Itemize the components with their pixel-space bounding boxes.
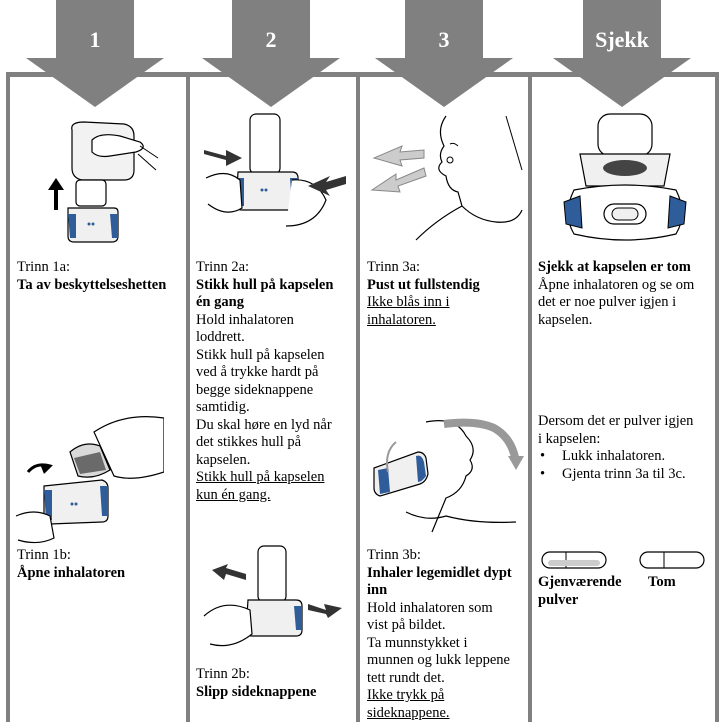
check-line: Åpne inhalatoren og se om bbox=[538, 276, 695, 293]
check-bullet-item: Lukk inhalatoren. bbox=[538, 448, 693, 466]
step-2a-title-line: én gang bbox=[196, 294, 244, 310]
step-3b-warning-line: sideknappene. bbox=[367, 704, 450, 721]
step-2a-line: loddrett. bbox=[196, 329, 245, 345]
step-2a-line: Stikk hull på kapselen bbox=[196, 346, 325, 363]
step-1a-text: Trinn 1a: Ta av beskyttelseshetten bbox=[17, 259, 166, 294]
pierce-capsule-illustration bbox=[204, 113, 346, 227]
step-3b-label: Trinn 3b: bbox=[367, 547, 421, 563]
step-arrow-3: 3 bbox=[375, 0, 513, 107]
step-3a-label: Trinn 3a: bbox=[367, 259, 421, 275]
down-arrow-icon bbox=[26, 0, 164, 107]
step-2a-line: det stikkes hull på bbox=[196, 434, 302, 450]
step-1b-title: Åpne inhalatoren bbox=[17, 564, 126, 581]
step-3b-line: Hold inhalatoren som bbox=[367, 599, 493, 616]
empty-capsule-icon bbox=[639, 551, 705, 569]
check-bullet-item: Gjenta trinn 3a til 3c. bbox=[538, 466, 693, 484]
capsule-with-powder-icon bbox=[541, 551, 607, 569]
step-2a-title-line: Stikk hull på kapselen bbox=[196, 276, 334, 293]
step-3b-text: Trinn 3b: Inhaler legemidlet dypt inn Ho… bbox=[367, 547, 512, 722]
down-arrow-icon bbox=[553, 0, 691, 107]
step-3b-title-line: inn bbox=[367, 582, 388, 598]
check-line: det er noe pulver igjen i bbox=[538, 294, 677, 310]
down-arrow-icon bbox=[375, 0, 513, 107]
column-divider-4 bbox=[528, 72, 532, 722]
step-2a-line: samtidig. bbox=[196, 399, 250, 415]
down-arrow-icon bbox=[202, 0, 340, 107]
step-2a-warning-line: kun én gang. bbox=[196, 486, 271, 503]
step-1b-label: Trinn 1b: bbox=[17, 547, 71, 563]
step-2a-text: Trinn 2a: Stikk hull på kapselen én gang… bbox=[196, 259, 333, 504]
step-number: Sjekk bbox=[595, 27, 649, 52]
remove-cap-illustration bbox=[48, 121, 159, 243]
step-2a-line: Hold inhalatoren bbox=[196, 311, 294, 328]
step-3b-warning-line: Ikke trykk på bbox=[367, 687, 445, 703]
step-1a-label: Trinn 1a: bbox=[17, 259, 71, 275]
step-3a-text: Trinn 3a: Pust ut fullstendig Ikke blås … bbox=[367, 259, 480, 329]
step-number: 3 bbox=[438, 27, 450, 52]
column-divider-2 bbox=[186, 72, 190, 722]
capsule-powder-label-line: pulver bbox=[538, 591, 579, 608]
step-2a-warning-line: Stikk hull på kapselen bbox=[196, 469, 325, 485]
step-2a-line: ved å trykke hardt på bbox=[196, 364, 319, 380]
step-3b-line: munnen og lukk leppene bbox=[367, 652, 510, 668]
release-buttons-illustration bbox=[203, 545, 342, 647]
step-2a-line: Du skal høre en lyd når bbox=[196, 416, 332, 433]
step-3b-line: Ta munnstykket i bbox=[367, 634, 468, 651]
open-inhaler-illustration bbox=[15, 416, 164, 544]
step-3a-title: Pust ut fullstendig bbox=[367, 276, 480, 293]
capsule-powder-label-line: Gjenværende bbox=[538, 574, 622, 590]
step-1a-title: Ta av beskyttelseshetten bbox=[17, 276, 167, 293]
step-2b-text: Trinn 2b: Slipp sideknappene bbox=[196, 666, 317, 701]
step-3b-line: tett rundt det. bbox=[367, 669, 445, 686]
step-2a-line: begge sideknappene bbox=[196, 381, 314, 398]
capsule-powder-label: Gjenværende pulver bbox=[538, 574, 622, 609]
column-divider-3 bbox=[356, 72, 360, 722]
step-2a-label: Trinn 2a: bbox=[196, 259, 250, 275]
check-if-powder-text: Dersom det er pulver igjen i kapselen: L… bbox=[538, 413, 693, 483]
step-3a-warning-line: inhalatoren. bbox=[367, 311, 436, 328]
step-3a-warning-line: Ikke blås inn i bbox=[367, 294, 450, 310]
step-arrow-check: Sjekk bbox=[553, 0, 691, 107]
step-2b-title: Slipp sideknappene bbox=[196, 683, 317, 700]
step-number: 1 bbox=[89, 27, 101, 52]
check-bullet-list: Lukk inhalatoren. Gjenta trinn 3a til 3c… bbox=[538, 448, 693, 483]
check-if-line: i kapselen: bbox=[538, 430, 601, 447]
column-divider-5 bbox=[715, 72, 719, 722]
capsule-empty-label: Tom bbox=[648, 574, 676, 592]
capsule-empty-label-line: Tom bbox=[648, 574, 676, 590]
top-divider bbox=[6, 72, 719, 77]
step-2a-line: kapselen. bbox=[196, 451, 251, 468]
column-divider-1 bbox=[6, 72, 10, 722]
breathe-out-illustration bbox=[370, 115, 523, 241]
step-arrow-2: 2 bbox=[202, 0, 340, 107]
check-title: Sjekk at kapselen er tom bbox=[538, 259, 691, 275]
step-1b-text: Trinn 1b: Åpne inhalatoren bbox=[17, 547, 125, 582]
step-arrow-1: 1 bbox=[26, 0, 164, 107]
step-2b-label: Trinn 2b: bbox=[196, 666, 250, 682]
inhale-illustration bbox=[373, 418, 524, 533]
step-3b-title-line: Inhaler legemidlet dypt bbox=[367, 564, 512, 581]
check-capsule-illustration bbox=[563, 113, 687, 241]
step-3b-line: vist på bildet. bbox=[367, 617, 446, 633]
step-number: 2 bbox=[265, 27, 277, 52]
check-if-line: Dersom det er pulver igjen bbox=[538, 413, 694, 429]
check-text: Sjekk at kapselen er tom Åpne inhalatore… bbox=[538, 259, 694, 329]
check-line: kapselen. bbox=[538, 311, 593, 328]
